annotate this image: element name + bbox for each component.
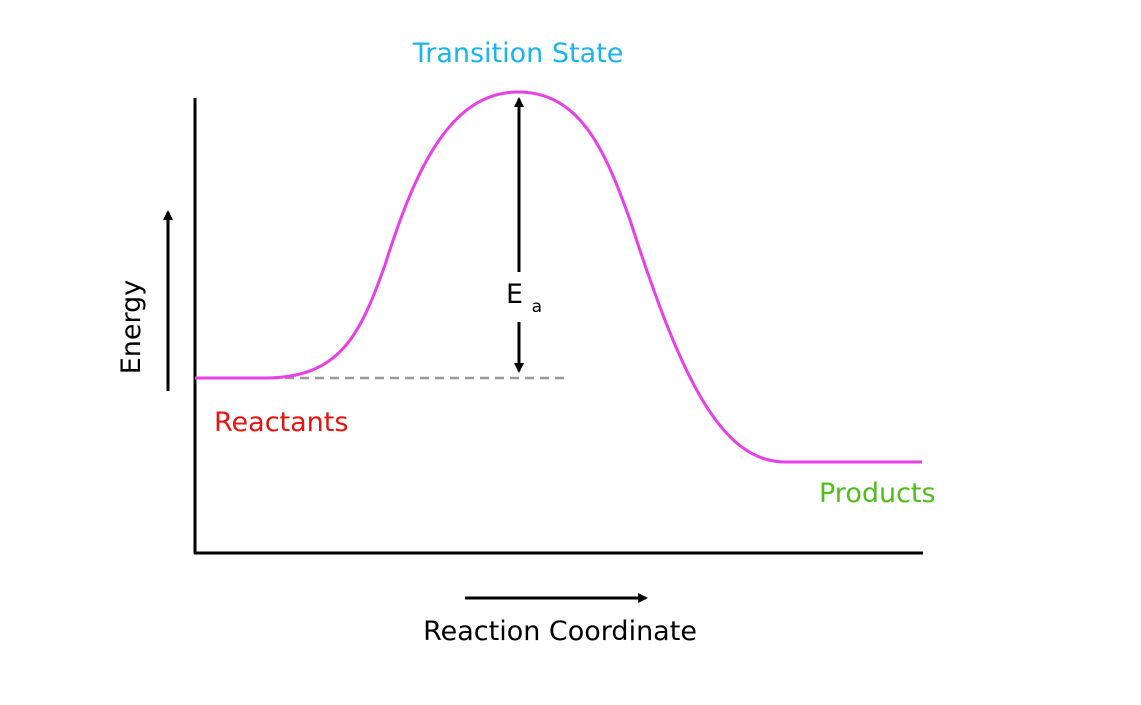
activation-energy-subscript: a bbox=[532, 297, 542, 317]
activation-energy-symbol: E bbox=[506, 279, 523, 310]
y-axis-label: Energy bbox=[116, 280, 147, 375]
transition-state-label: Transition State bbox=[412, 38, 624, 69]
products-label: Products bbox=[819, 478, 936, 509]
reactants-label: Reactants bbox=[214, 407, 348, 438]
x-axis-label: Reaction Coordinate bbox=[423, 616, 697, 647]
activation-energy-label: E a bbox=[506, 279, 542, 317]
energy-curve bbox=[195, 90, 922, 464]
